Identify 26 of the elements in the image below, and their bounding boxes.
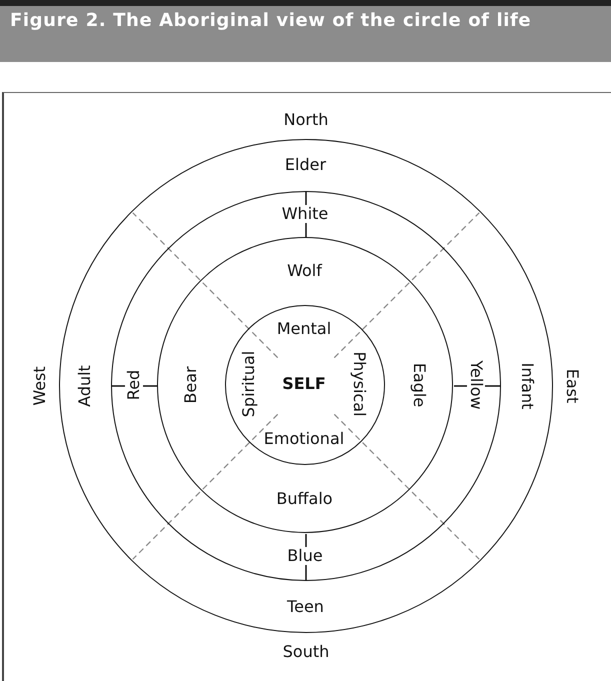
animal-label: Buffalo: [276, 490, 333, 508]
color-label: White: [280, 205, 330, 223]
ring-label: Elder: [284, 156, 326, 174]
aspect-label: Spiritual: [240, 350, 258, 418]
aspect-label: Mental: [276, 320, 332, 338]
aspect-label: Emotional: [264, 430, 344, 448]
color-label: Red: [125, 368, 143, 402]
animal-label: Eagle: [410, 362, 428, 407]
color-label: Yellow: [467, 359, 485, 411]
aspect-label: Physical: [350, 351, 368, 417]
figure-title: Figure 2. The Aboriginal view of the circle of life: [0, 0, 611, 62]
direction-label: West: [31, 366, 49, 406]
ring-label: Teen: [287, 598, 324, 616]
circle: [110, 190, 500, 580]
circle: [224, 304, 384, 464]
color-label: Blue: [286, 547, 324, 565]
direction-label: East: [563, 368, 581, 404]
direction-label: South: [282, 643, 330, 661]
circle: [157, 237, 453, 533]
direction-label: North: [284, 111, 328, 129]
center-label: SELF: [282, 375, 326, 393]
animal-label: Wolf: [287, 262, 322, 280]
ring-label: Infant: [518, 362, 536, 409]
ring-label: Adult: [76, 364, 94, 406]
animal-label: Bear: [182, 366, 200, 404]
circle: [59, 139, 553, 633]
